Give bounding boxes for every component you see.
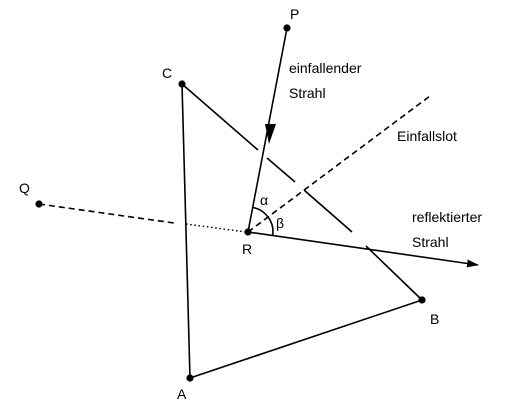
incident-arrow xyxy=(265,124,276,144)
label-q: Q xyxy=(19,180,30,196)
point-b xyxy=(418,296,426,304)
point-q xyxy=(35,200,43,208)
label-reflected-line2: Strahl xyxy=(412,234,449,250)
point-p xyxy=(283,24,291,32)
triangle-side-cb xyxy=(181,83,259,151)
label-reflected-line1: reflektierter xyxy=(412,209,482,225)
label-normal: Einfallslot xyxy=(397,128,457,144)
label-beta: β xyxy=(276,215,284,231)
triangle-side-cb xyxy=(303,189,353,233)
point-c xyxy=(178,80,186,88)
label-alpha: α xyxy=(260,192,268,208)
point-r xyxy=(244,228,252,236)
label-c: C xyxy=(162,65,172,81)
label-incident-line2: Strahl xyxy=(289,85,326,101)
angle-alpha-arc xyxy=(252,206,269,218)
label-p: P xyxy=(290,6,299,22)
label-incident-line1: einfallender xyxy=(289,60,362,76)
label-a: A xyxy=(177,386,187,402)
label-r: R xyxy=(242,241,252,257)
triangle-side-ab xyxy=(189,299,423,379)
triangle-side-ca xyxy=(181,83,191,379)
reflected-ray xyxy=(247,231,479,268)
angle-beta-arc xyxy=(267,216,274,236)
label-b: B xyxy=(430,311,439,327)
triangle-side-cb xyxy=(266,157,296,183)
extension-line-dotted xyxy=(185,223,247,233)
triangle-side-cb xyxy=(365,245,423,301)
point-a xyxy=(186,374,194,382)
normal-line xyxy=(247,95,431,233)
extension-line-q xyxy=(38,203,175,224)
